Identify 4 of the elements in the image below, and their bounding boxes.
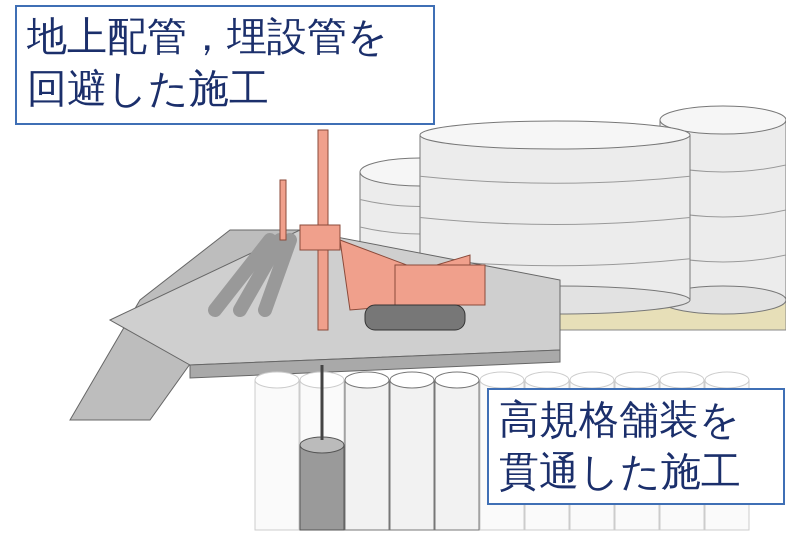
callout-text: 地上配管，埋設管を回避した施工 xyxy=(27,13,389,114)
callout-box xyxy=(487,388,785,505)
callout-text: 高規格舗装を貫通した施工 xyxy=(499,396,742,497)
callout-box xyxy=(15,5,435,125)
